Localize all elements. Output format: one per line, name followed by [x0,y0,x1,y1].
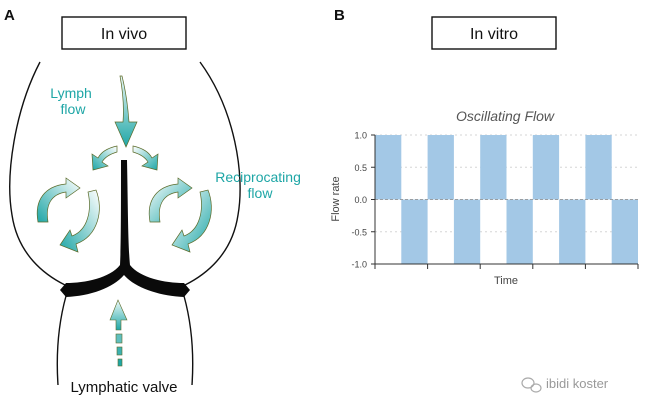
watermark-text: ibidi koster [546,376,609,391]
lower-dashed-arrow [109,299,128,367]
vessel-lower-left [56,295,67,386]
panel-b: B In vitro Oscillating Flow Flow rate Ti… [330,7,639,287]
chart-bar [506,199,533,264]
chart-bar [559,199,586,264]
reciprocating-arrow-left-bottom [59,189,100,253]
panel-a-letter: A [4,7,15,24]
chart-bar [427,135,454,200]
reciprocating-arrow-right-bottom [171,189,212,253]
in-vitro-title: In vitro [470,26,518,43]
chart-y-tick-label: -1.0 [351,260,367,270]
reciprocating-arrow-right-top [148,177,193,223]
chart-y-ticks: 1.0 0.5 0.0 -0.5 -1.0 [351,131,375,270]
lymph-flow-label: Lymph flow [50,85,95,117]
chart-xlabel: Time [494,275,518,287]
panel-a: A In vivo Lymph flow [4,7,305,396]
chart-ylabel: Flow rate [330,176,342,221]
in-vivo-title-box [61,16,187,50]
chart-bar [611,199,638,264]
valve-leaflets [60,160,190,297]
chart-y-tick-label: 1.0 [354,131,367,141]
chart-bar [375,135,402,200]
vessel-wall-right [184,61,241,286]
wechat-icon [521,377,542,393]
chart-y-tick-label: 0.5 [354,163,367,173]
lymphatic-valve-caption: Lymphatic valve [71,379,178,396]
vessel-lower-right [183,295,194,386]
chart-bar [532,135,560,200]
reciprocating-line2: flow [248,185,274,201]
oscillating-flow-chart: Oscillating Flow Flow rate Time 1.0 0.5 0.… [330,108,639,287]
chart-bars [375,135,638,264]
in-vivo-title: In vivo [101,26,147,43]
vessel-wall-left [9,61,66,286]
lymph-flow-line2: flow [61,101,87,117]
reciprocating-arrow-left-top [36,177,81,223]
in-vitro-title-box [431,16,557,50]
lymph-flow-line1: Lymph [50,85,92,101]
chart-bar [453,199,481,264]
chart-title: Oscillating Flow [456,108,555,124]
reciprocating-flow-label: Reciprocating flow [215,169,305,201]
chart-y-tick-label: -0.5 [351,227,367,237]
chart-y-tick-label: 0.0 [354,195,367,205]
lymph-flow-down-arrow [114,75,138,148]
reciprocating-line1: Reciprocating [215,169,301,185]
split-arrow-right [132,145,159,171]
chart-bar [585,135,612,200]
split-arrow-left [91,145,118,171]
chart-bar [480,135,507,200]
panel-b-letter: B [334,7,345,24]
chart-bar [401,199,428,264]
watermark: ibidi koster [521,376,609,393]
